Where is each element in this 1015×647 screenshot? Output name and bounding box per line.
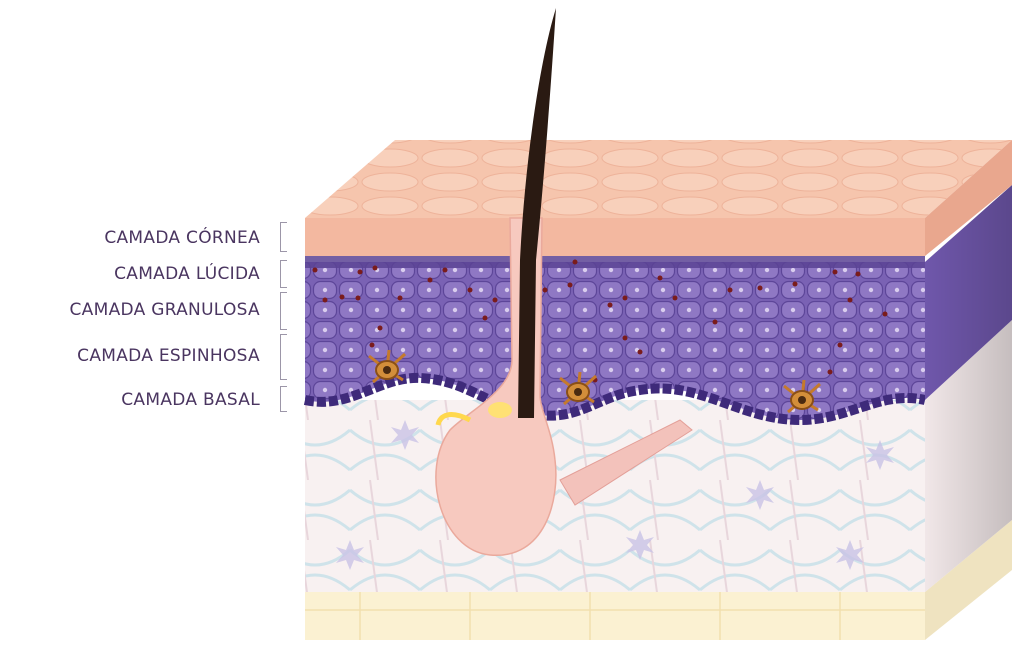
bracket-espinhosa: [280, 334, 287, 380]
bracket-granulosa: [280, 292, 287, 330]
bracket-cornea: [280, 222, 287, 252]
bracket-lucida: [280, 260, 287, 288]
label-camada-cornea: CAMADA CÓRNEA: [104, 228, 260, 248]
label-camada-lucida: CAMADA LÚCIDA: [114, 264, 260, 284]
bracket-basal: [280, 386, 287, 412]
label-camada-granulosa: CAMADA GRANULOSA: [70, 300, 261, 320]
label-camada-basal: CAMADA BASAL: [121, 390, 260, 410]
label-camada-espinhosa: CAMADA ESPINHOSA: [77, 346, 260, 366]
layer-labels: CAMADA CÓRNEA CAMADA LÚCIDA CAMADA GRANU…: [0, 0, 300, 647]
cornea-layer: [305, 140, 1012, 256]
